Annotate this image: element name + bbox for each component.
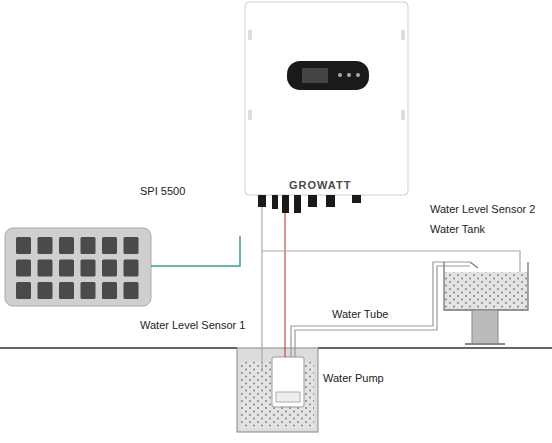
inverter-display: [287, 61, 369, 90]
pv-wire: [151, 236, 240, 266]
part-label: Water Tank: [430, 223, 485, 236]
water-tank: [444, 262, 528, 310]
brand-logo: GROWATT: [289, 179, 351, 192]
tank-water: [444, 272, 528, 310]
part-label: Water Pump: [323, 372, 384, 385]
level-sensor-2: [470, 262, 478, 268]
model-label: SPI 5500: [140, 185, 185, 198]
sensor1-wire: [261, 207, 262, 372]
water-tube: [291, 262, 470, 357]
pump-power-wire: [284, 213, 285, 357]
inverter-box: GROWATT: [245, 2, 408, 195]
tank-stand: [472, 310, 498, 344]
part-label: Water Level Sensor 2: [430, 203, 535, 216]
part-label: Water Level Sensor 1: [140, 319, 245, 332]
pump-base: [276, 392, 300, 402]
solar-cells: [16, 237, 139, 299]
water-pump: [272, 357, 304, 407]
inverter-terminals: [258, 195, 361, 213]
well-pit: [237, 348, 318, 432]
solar-panel: [5, 228, 151, 306]
part-label: Water Tube: [332, 308, 388, 321]
inverter-body: [245, 2, 408, 195]
